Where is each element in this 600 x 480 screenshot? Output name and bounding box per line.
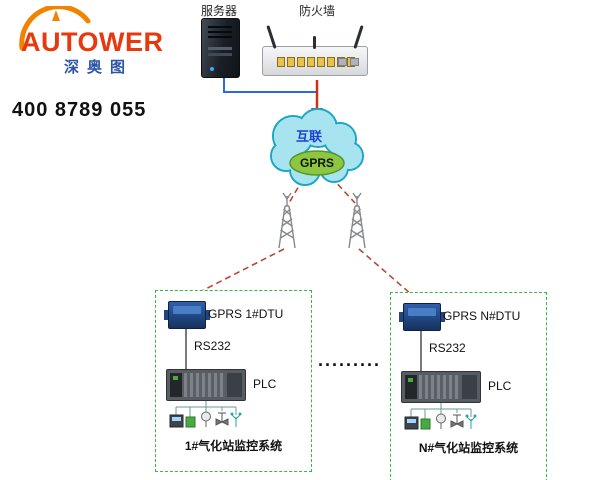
plc-end-module (227, 373, 242, 397)
green-meter-icon (185, 416, 196, 428)
sensor-icon (466, 416, 476, 429)
dtu-face (408, 308, 436, 316)
plc-end-module (462, 375, 477, 399)
server-grille (208, 26, 232, 28)
antenna-tower-icon (348, 192, 366, 249)
dtu-device (399, 303, 445, 331)
ellipsis-separator: ......... (318, 350, 382, 370)
server-device (201, 18, 240, 78)
station-caption: 1#气化站监控系统 (184, 439, 283, 453)
dtu-mount-tab (206, 310, 210, 320)
wireless-dashed-links (185, 176, 420, 302)
phone-number: 400 8789 055 (12, 99, 147, 121)
rs232-label: RS232 (429, 341, 466, 355)
server-drive-bay (208, 47, 232, 50)
firewall-label: 防火墙 (298, 4, 336, 18)
logo-subtitle-text: 深奥图 (64, 58, 133, 76)
router-aux-ports (338, 58, 359, 66)
gauge-icon (201, 411, 211, 422)
router-antenna-right (353, 25, 364, 49)
plc-label: PLC (488, 379, 512, 393)
dtu-label: GPRS 1#DTU (208, 307, 284, 321)
antenna-tower-icon (278, 192, 296, 249)
plc-cpu-module (170, 373, 182, 397)
server-power-led (210, 67, 214, 71)
server-label: 服务器 (200, 4, 238, 18)
cloud-label: 互联 (296, 129, 322, 144)
dtu-mount-tab (164, 310, 168, 320)
network-cloud: 互联 GPRS (270, 108, 364, 186)
router-antenna-left (266, 25, 277, 49)
gauge-icon (436, 413, 446, 424)
arrow-to-cloud-head (311, 108, 323, 119)
station-box-1: GPRS 1#DTU RS232 PLC 1#气化站监控系统 (155, 290, 312, 472)
sensor-icon (231, 414, 241, 427)
router-ports (277, 57, 355, 67)
plc-label: PLC (253, 377, 277, 391)
logo-brand-text: AUTOWER (21, 27, 164, 57)
plc-device (166, 369, 246, 401)
plc-io-modules (419, 375, 460, 399)
green-meter-icon (420, 418, 431, 430)
gprs-label: GPRS (300, 156, 334, 170)
plc-cpu-module (405, 375, 417, 399)
station-caption: N#气化站监控系统 (418, 441, 519, 455)
company-logo: AUTOWER 深奥图 (19, 6, 164, 76)
router-antenna-middle (313, 36, 316, 49)
firewall-device (262, 25, 368, 76)
plc-io-modules (184, 373, 225, 397)
station-box-n: GPRS N#DTU RS232 PLC N#气化站监控系统 (390, 292, 547, 480)
dtu-face (173, 306, 201, 314)
logo-arc (19, 6, 91, 51)
dtu-mount-tab (399, 312, 403, 322)
instrument-icons (404, 403, 477, 430)
plc-device (401, 371, 481, 403)
dtu-device (164, 301, 210, 329)
rs232-label: RS232 (194, 339, 231, 353)
gprs-ellipse (289, 150, 345, 176)
logo-tower-icon (52, 10, 60, 21)
instrument-icons (169, 401, 242, 428)
dtu-label: GPRS N#DTU (443, 309, 521, 323)
dtu-mount-tab (441, 312, 445, 322)
